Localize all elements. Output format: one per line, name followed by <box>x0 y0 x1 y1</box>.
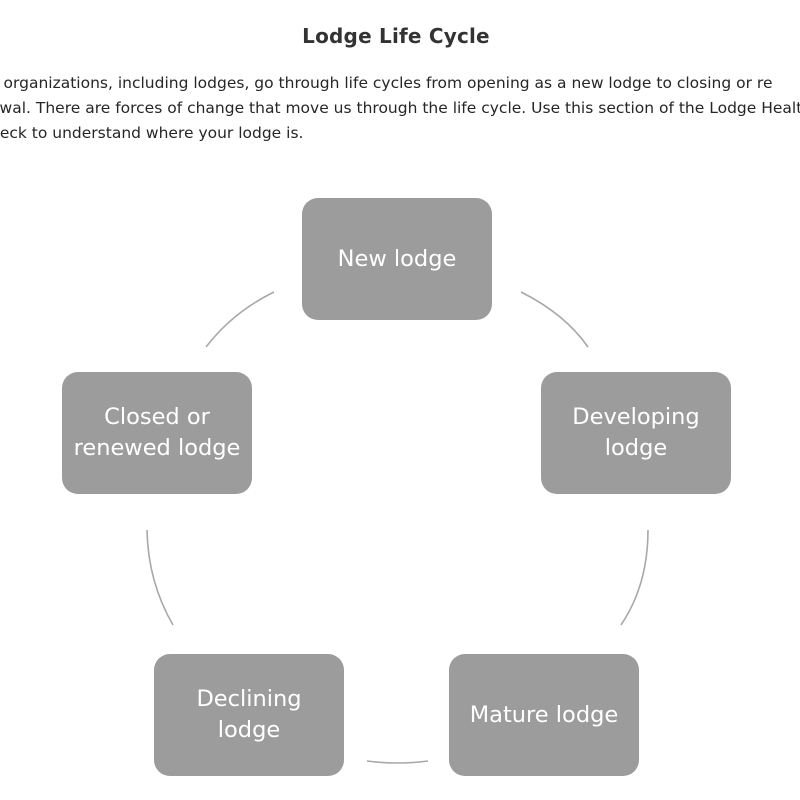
connector-developing-to-mature <box>620 529 649 626</box>
connector-mature-to-declining <box>366 760 429 764</box>
stage-developing-lodge: Developing lodge <box>541 372 731 494</box>
stage-closed-or-renewed-lodge: Closed or renewed lodge <box>62 372 252 494</box>
page-title: Lodge Life Cycle <box>302 24 490 48</box>
stage-mature-lodge: Mature lodge <box>449 654 639 776</box>
connector-closed-to-new <box>205 291 275 348</box>
intro-line: ll organizations, including lodges, go t… <box>0 74 773 92</box>
intro-line: ewal. There are forces of change that mo… <box>0 99 800 117</box>
connector-new-to-developing <box>520 291 589 348</box>
intro-paragraph: ll organizations, including lodges, go t… <box>0 71 800 146</box>
intro-line: heck to understand where your lodge is. <box>0 124 304 142</box>
stage-declining-lodge: Declining lodge <box>154 654 344 776</box>
stage-new-lodge: New lodge <box>302 198 492 320</box>
connector-declining-to-closed <box>146 529 174 626</box>
